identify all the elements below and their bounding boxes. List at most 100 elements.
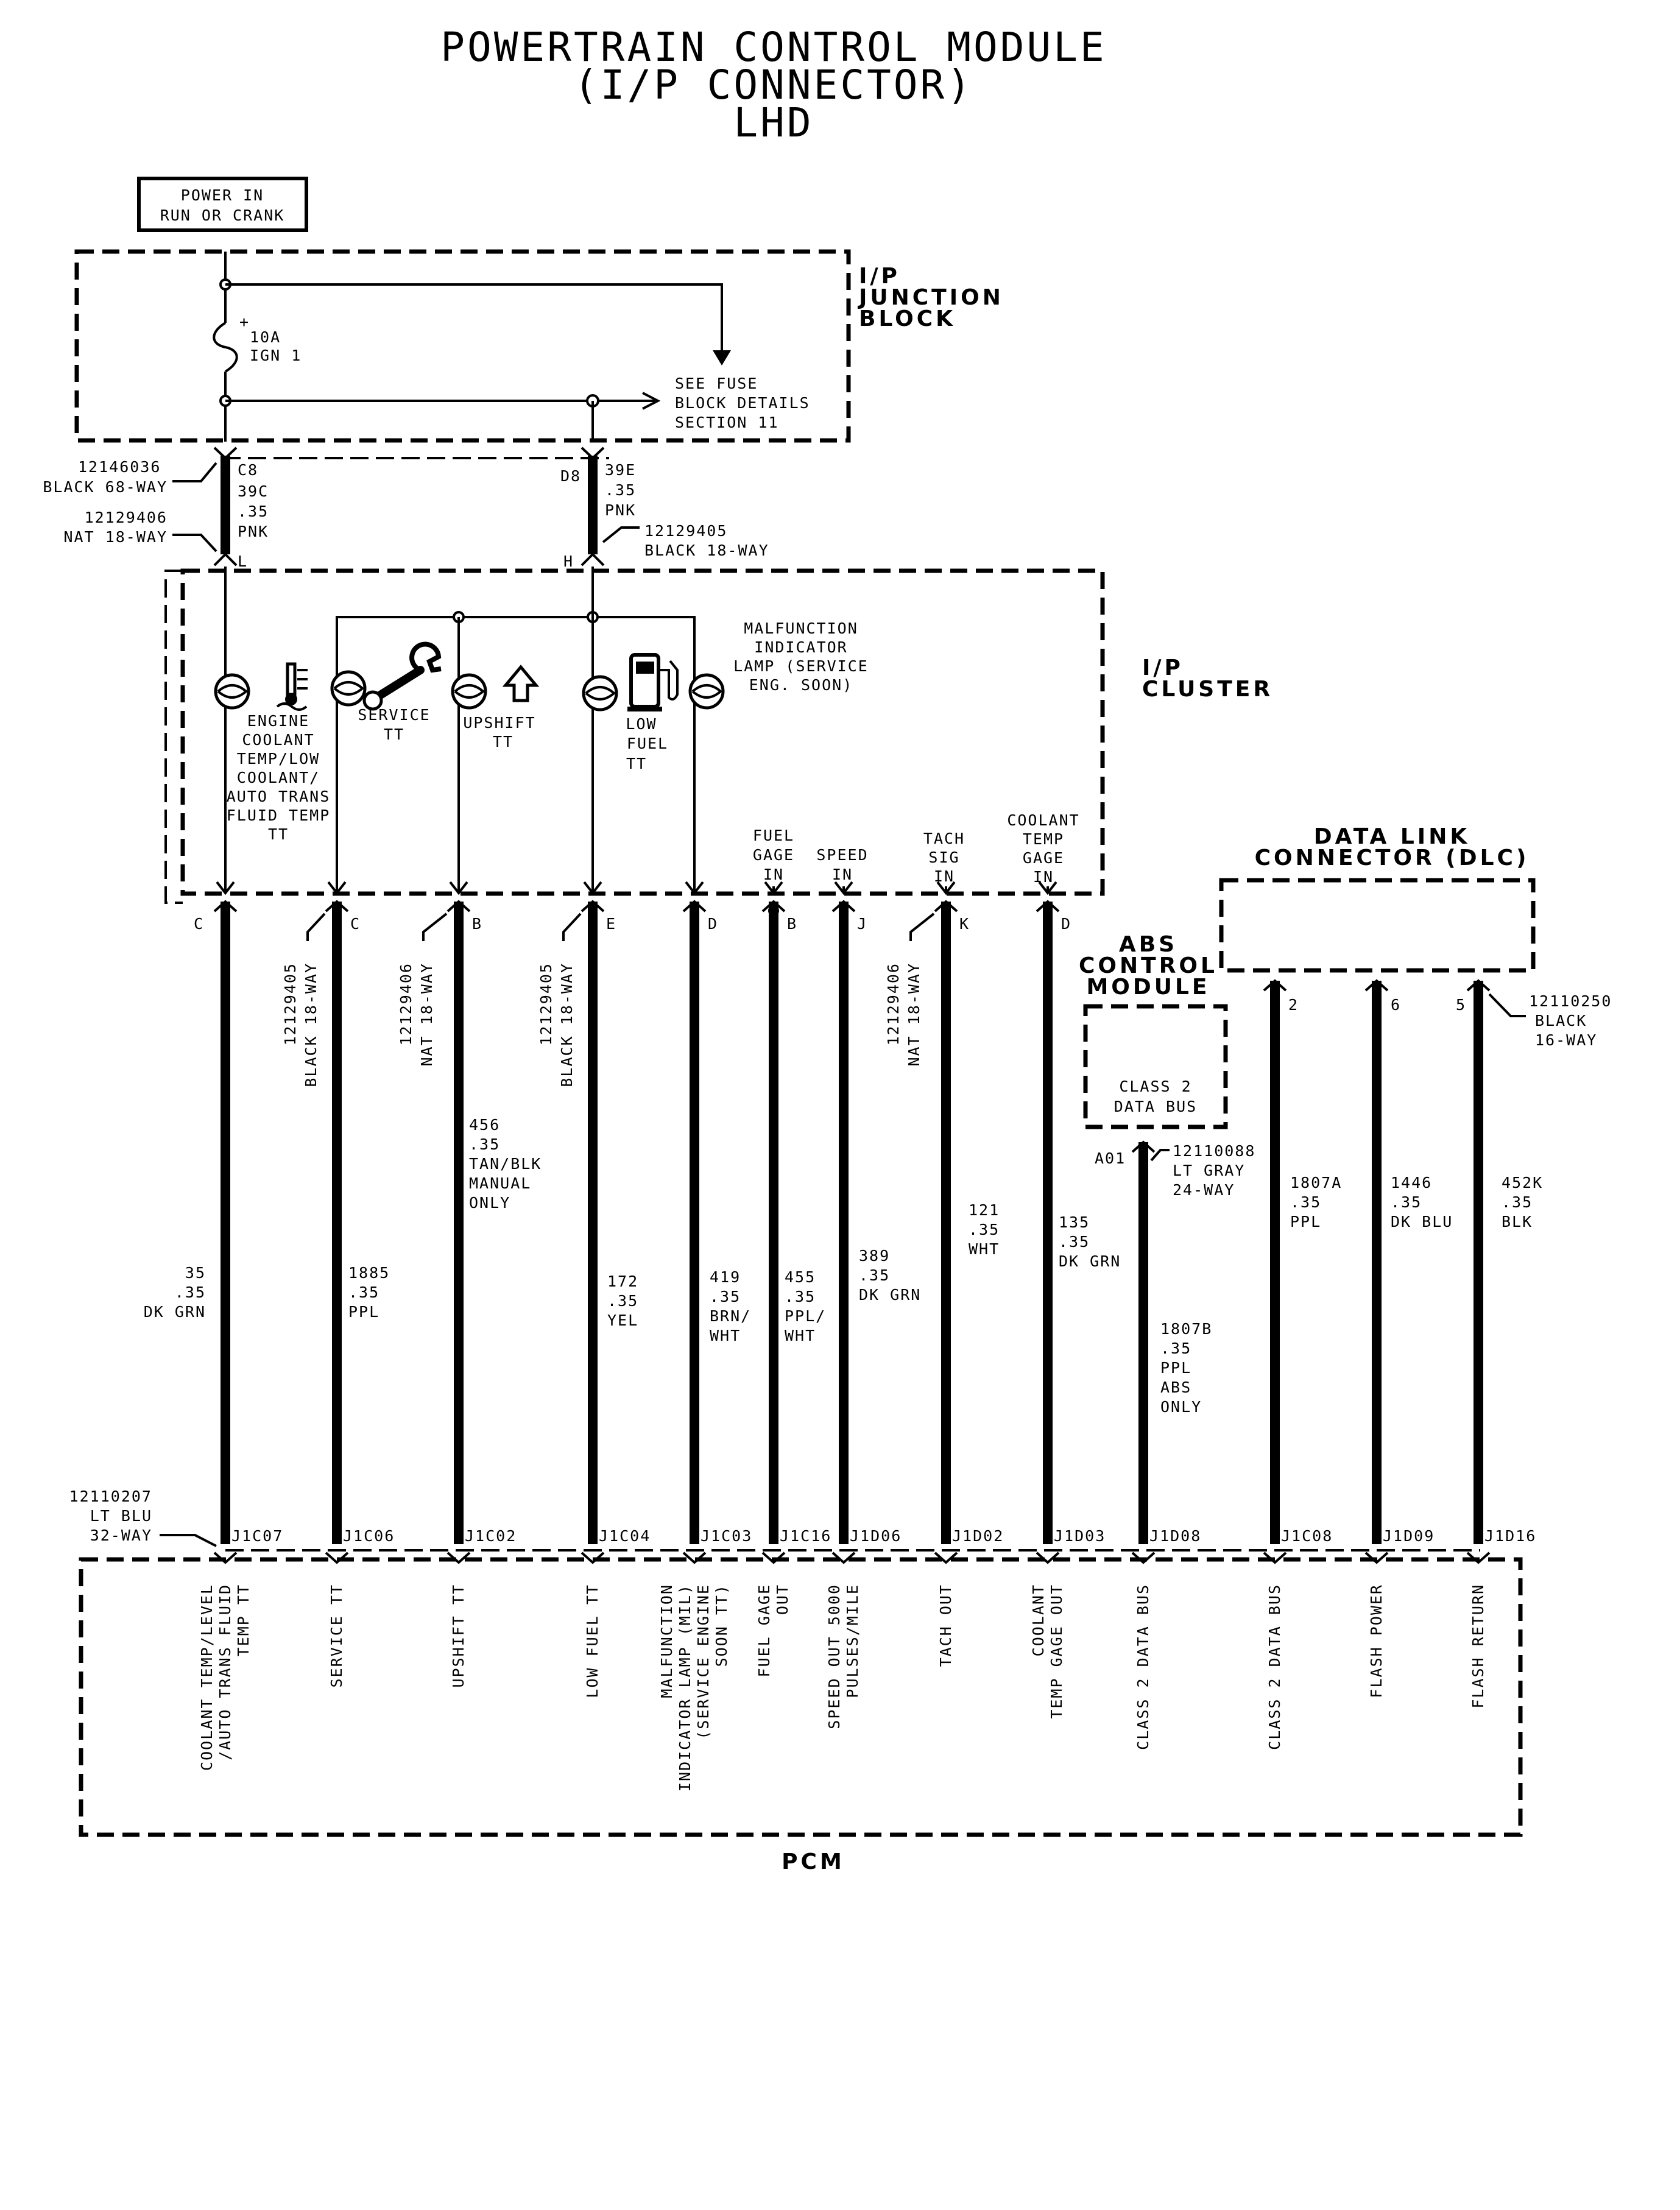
abs-leader (1150, 1149, 1170, 1162)
svg-text:LOW FUEL TT: LOW FUEL TT (584, 1584, 601, 1698)
svg-text:12129406: 12129406 (884, 962, 902, 1045)
cluster-arrow-1 (327, 881, 347, 895)
dlc-part: 12110250 (1529, 992, 1612, 1010)
connector-bottom-4 (682, 1552, 707, 1564)
svg-text:TT: TT (493, 733, 514, 750)
svg-text:ENG. SOON): ENG. SOON) (749, 676, 853, 694)
right-cluster-part: 12129405 (644, 522, 727, 540)
svg-text:1446: 1446 (1391, 1174, 1432, 1191)
abs-desc2: 24-WAY (1173, 1181, 1235, 1199)
abs-label-1: ABS (1119, 932, 1177, 957)
svg-text:456: 456 (469, 1116, 500, 1134)
svg-text:TT: TT (384, 725, 404, 743)
svg-text:AUTO TRANS: AUTO TRANS (227, 788, 331, 805)
svg-text:CLASS 2 DATA BUS: CLASS 2 DATA BUS (1266, 1584, 1283, 1750)
svg-text:ONLY: ONLY (1160, 1398, 1202, 1416)
cluster-pin-6: J (857, 915, 867, 933)
svg-text:BLACK 18-WAY: BLACK 18-WAY (302, 962, 320, 1087)
svg-text:COOLANT: COOLANT (1007, 811, 1079, 829)
fuelgage-label: FUEL GAGE IN (753, 827, 793, 883)
pcm-pin-4: J1C03 (701, 1527, 752, 1545)
svg-text:BRN/: BRN/ (710, 1307, 751, 1325)
connector-top-7 (934, 900, 958, 913)
right-color: PNK (605, 501, 636, 519)
svg-text:(SERVICE ENGINE: (SERVICE ENGINE (694, 1584, 712, 1740)
svg-text:COOLANT/: COOLANT/ (237, 769, 320, 786)
pcm-function-11: FLASH POWER (1368, 1584, 1385, 1698)
svg-text:389: 389 (859, 1247, 890, 1265)
pcm-function-3: LOW FUEL TT (584, 1584, 601, 1698)
junction-label-2: JUNCTION (857, 285, 1004, 310)
svg-text:CLASS 2 DATA BUS: CLASS 2 DATA BUS (1134, 1584, 1152, 1750)
svg-text:1885: 1885 (348, 1264, 390, 1282)
title-line-2: (I/P CONNECTOR) (574, 62, 973, 108)
svg-text:PPL: PPL (1290, 1213, 1321, 1230)
svg-text:BLK: BLK (1502, 1213, 1533, 1230)
splice-dot (768, 905, 779, 916)
left-connector-desc: BLACK 68-WAY (43, 478, 168, 496)
left-circuit: 39C (238, 482, 269, 500)
connector-bottom-11 (1364, 1552, 1389, 1564)
connector-top-5 (761, 900, 786, 913)
svg-text:WHT: WHT (710, 1327, 741, 1344)
svg-text:1807A: 1807A (1290, 1174, 1342, 1191)
dlc-pin-5: 5 (1456, 996, 1466, 1014)
pcm-pin-6: J1D06 (850, 1527, 902, 1545)
connector-bottom-10 (1263, 1552, 1287, 1564)
abs-inner-2: DATA BUS (1114, 1098, 1197, 1115)
svg-text:MALFUNCTION: MALFUNCTION (658, 1584, 676, 1698)
wrench-icon (362, 641, 442, 711)
connector-top-2 (446, 900, 471, 913)
pcm-label: PCM (782, 1849, 845, 1874)
svg-text:.35: .35 (1502, 1193, 1533, 1211)
cluster-arrow-3 (583, 881, 602, 895)
coolant-label: ENGINE COOLANT TEMP/LOW COOLANT/ AUTO TR… (227, 712, 331, 843)
abs-part: 12110088 (1173, 1142, 1255, 1160)
mil-lamp (688, 673, 725, 710)
svg-text:FUEL GAGE: FUEL GAGE (755, 1584, 773, 1677)
abs-pin: A01 (1095, 1149, 1126, 1167)
svg-text:OUT: OUT (774, 1584, 791, 1615)
cluster-arrow-4 (685, 881, 704, 895)
leader-3 (909, 913, 935, 941)
left-connector-part: 12146036 (78, 458, 161, 476)
cluster-pin-8: D (1061, 915, 1071, 933)
pcm-function-12: FLASH RETURN (1469, 1584, 1487, 1709)
svg-text:SPEED: SPEED (816, 846, 868, 864)
svg-text:SPEED OUT 5000: SPEED OUT 5000 (825, 1584, 843, 1729)
connector-top-3 (581, 900, 605, 913)
svg-text:NAT 18-WAY: NAT 18-WAY (418, 962, 436, 1067)
connector-top-8 (1036, 900, 1060, 913)
connector-bottom-8 (1036, 1552, 1060, 1564)
pcm-connector-desc2: 32-WAY (90, 1527, 152, 1544)
dlc-label-2: CONNECTOR (DLC) (1255, 846, 1530, 870)
junction-label-1: I/P (859, 264, 900, 289)
right-pin: D8 (560, 467, 581, 485)
fuse-name: IGN 1 (250, 347, 302, 364)
dlc-desc: BLACK (1535, 1012, 1587, 1029)
svg-text:INDICATOR: INDICATOR (754, 638, 847, 656)
svg-text:TEMP: TEMP (1023, 830, 1064, 848)
svg-text:.35: .35 (969, 1221, 1000, 1238)
svg-text:PULSES/MILE: PULSES/MILE (844, 1584, 861, 1698)
svg-text:LOW: LOW (626, 715, 657, 733)
pcm-pin-11: J1D09 (1383, 1527, 1435, 1545)
pcm-function-9: CLASS 2 DATA BUS (1134, 1584, 1152, 1750)
svg-text:BLACK 18-WAY: BLACK 18-WAY (558, 962, 576, 1087)
connector-top-12 (1466, 979, 1491, 992)
svg-text:UPSHIFT: UPSHIFT (463, 714, 535, 732)
svg-text:TT: TT (268, 825, 289, 843)
svg-text:419: 419 (710, 1268, 741, 1286)
pcm: PCM 12110207 LT BLU 32-WAY (69, 1488, 1523, 1874)
right-cluster-pin: H (563, 552, 574, 570)
connector-bottom-0 (213, 1552, 238, 1564)
right-cluster-desc: BLACK 18-WAY (644, 542, 769, 559)
svg-text:ENGINE: ENGINE (247, 712, 309, 730)
